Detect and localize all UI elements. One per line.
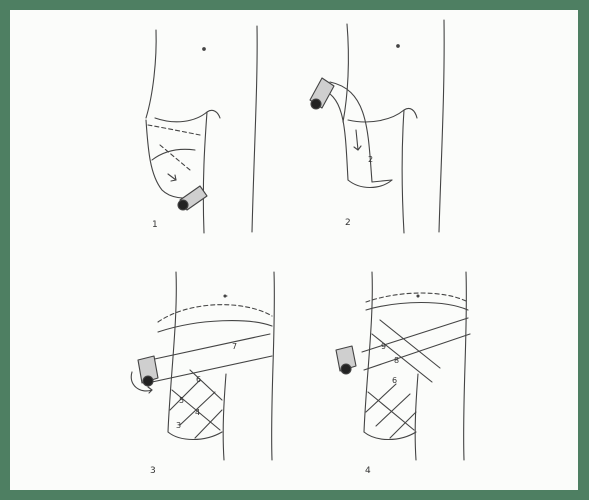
- step-2-navel: [397, 45, 400, 48]
- step-4-illustration: [336, 272, 470, 460]
- bandage-number: 9: [381, 342, 386, 351]
- step-1-navel: [203, 48, 206, 51]
- bandage-number: 6: [196, 375, 201, 384]
- step-4-waist-wrap: [366, 293, 468, 302]
- bandage-number: 2: [368, 155, 373, 164]
- bandage-number: 3: [176, 421, 181, 430]
- step-1-wrap-path: [148, 125, 200, 135]
- bandage-number: 5: [179, 396, 184, 405]
- bandage-number: 7: [232, 342, 237, 351]
- step-3-band-edge: [150, 334, 270, 360]
- step-label: 4: [365, 466, 371, 476]
- step-1-hip-outline: [252, 26, 257, 232]
- step-3-illustration: [131, 272, 274, 460]
- step-label: 3: [150, 466, 156, 476]
- step-2-bandage-roll: [310, 78, 334, 109]
- step-1-hip-outline: [146, 30, 156, 118]
- step-1-bandage-roll: [178, 186, 207, 210]
- step-2-hip-outline: [343, 24, 348, 122]
- step-4-band-edge: [362, 318, 468, 352]
- bandage-number: 6: [392, 376, 397, 385]
- step-1-leg-inner: [203, 112, 207, 233]
- step-4-bandage-roll: [336, 346, 356, 374]
- step-2-illustration: [310, 20, 444, 233]
- step-1-illustration: [146, 26, 257, 233]
- bandage-number: 8: [394, 356, 399, 365]
- bandage-number: 4: [195, 408, 200, 417]
- step-label: 2: [345, 218, 351, 228]
- step-label: 1: [152, 220, 158, 230]
